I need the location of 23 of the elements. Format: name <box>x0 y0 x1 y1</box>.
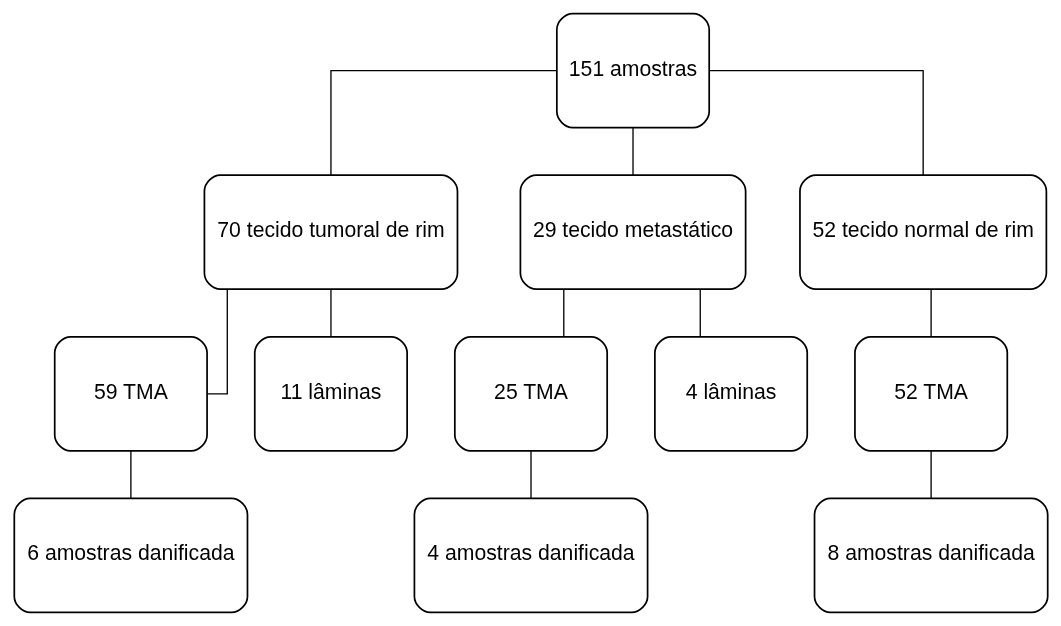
node-box: 52 tecido normal de rim <box>798 174 1047 290</box>
connector <box>708 69 924 176</box>
node-box: 6 amostras danificada <box>12 497 248 614</box>
connector <box>329 288 332 338</box>
node-box: 70 tecido tumoral de rim <box>203 174 458 290</box>
connector <box>129 450 132 500</box>
connector <box>631 126 634 176</box>
node-box: 4 lâminas <box>653 336 808 452</box>
node-box: 4 amostras danificada <box>413 497 648 614</box>
connector <box>929 288 932 338</box>
connector <box>206 288 228 395</box>
node-box: 52 TMA <box>853 336 1008 452</box>
connector <box>529 450 532 500</box>
connector <box>929 450 932 500</box>
connector <box>329 69 557 176</box>
node-box: 8 amostras danificada <box>813 497 1049 614</box>
node-box: 59 TMA <box>53 336 208 452</box>
node-box: 11 lâminas <box>253 336 408 452</box>
node-box: 29 tecido metastático <box>519 174 746 290</box>
node-box: 25 TMA <box>453 336 608 452</box>
connector <box>699 288 701 338</box>
connector <box>562 288 564 338</box>
node-box: 151 amostras <box>555 12 710 129</box>
